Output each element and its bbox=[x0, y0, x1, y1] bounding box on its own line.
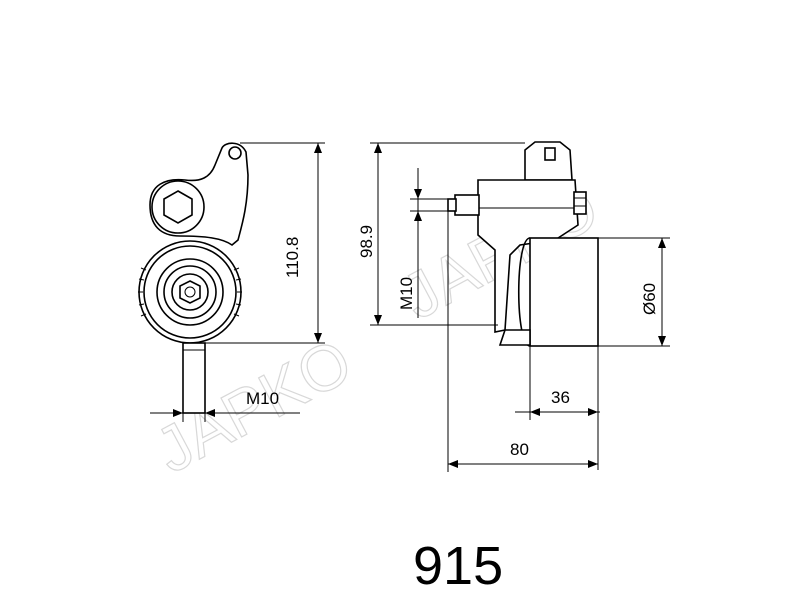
pulley-nut bbox=[179, 280, 201, 304]
dim-front-height-label: 98.9 bbox=[357, 225, 376, 258]
shaft-end bbox=[184, 286, 196, 298]
pivot-hole bbox=[228, 146, 242, 160]
bearing-outer bbox=[156, 258, 224, 326]
dim-side-bolt bbox=[150, 409, 300, 422]
bearing-inner bbox=[163, 265, 217, 319]
dim-side-height bbox=[205, 142, 325, 344]
front-stud-tip bbox=[447, 198, 457, 212]
dim-pulley-diameter bbox=[598, 237, 670, 347]
hex-bolt-head bbox=[163, 190, 193, 224]
dim-front-bolt-label: M10 bbox=[397, 277, 416, 310]
part-number: 915 bbox=[413, 536, 504, 596]
dim-total-width-label: 80 bbox=[510, 440, 529, 459]
bracket-arm bbox=[149, 142, 249, 247]
dim-side-height-label: 110.8 bbox=[283, 237, 302, 278]
dim-pulley-width-label: 36 bbox=[551, 388, 570, 407]
dim-front-height bbox=[370, 142, 525, 326]
pulley-outer bbox=[138, 240, 242, 344]
bolt-boss bbox=[151, 180, 205, 234]
pulley-side bbox=[529, 237, 599, 347]
pulley-ribs bbox=[138, 267, 242, 317]
lower-arm bbox=[498, 329, 531, 346]
side-view: 110.8 M10 bbox=[138, 142, 325, 422]
dim-total-width bbox=[447, 211, 598, 472]
front-stud bbox=[454, 194, 480, 216]
dim-front-bolt bbox=[410, 168, 448, 318]
dim-pulley-diameter-label: Ø60 bbox=[640, 283, 659, 315]
dim-side-bolt-label: M10 bbox=[246, 389, 279, 408]
mount-slot bbox=[544, 147, 556, 161]
front-view: 98.9 M10 Ø60 36 bbox=[357, 141, 670, 472]
pulley-rim bbox=[143, 245, 237, 339]
bolt-stud bbox=[182, 342, 206, 414]
dim-pulley-width bbox=[515, 346, 600, 470]
hub bbox=[171, 273, 209, 311]
right-bolt bbox=[573, 191, 587, 215]
